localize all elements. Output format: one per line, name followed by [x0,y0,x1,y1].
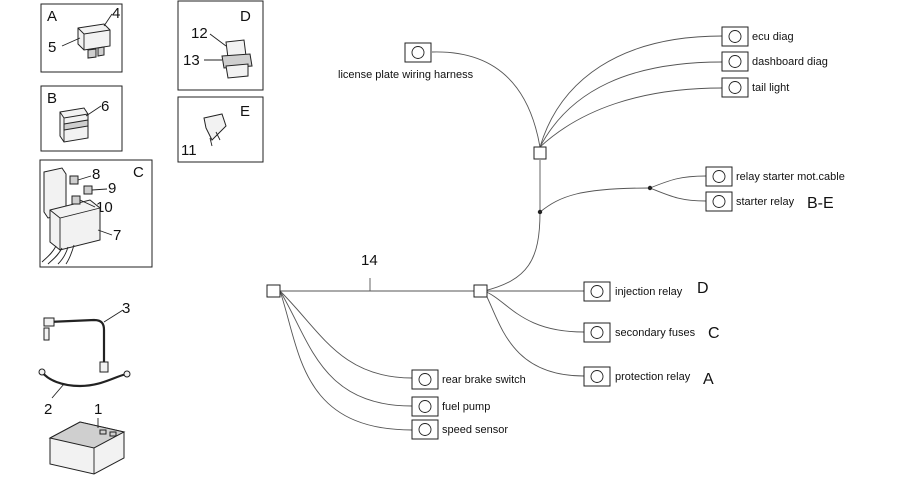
panel-a: A 4 5 [40,3,123,73]
suffix-starter-relay: B-E [807,195,834,212]
label-protection-relay: protection relay [615,371,691,383]
loose-parts: 3 2 1 [38,300,131,475]
relay-d-part [221,39,253,79]
suffix-protection-relay: A [703,371,714,388]
connector-fuel-pump: fuel pump [411,396,490,417]
label-secondary-fuses: secondary fuses [615,327,696,339]
connector-injection-relay: injection relay D [583,280,709,302]
connector-ecu-diag: ecu diag [721,26,794,47]
relay-b-part [59,107,89,143]
suffix-injection-relay: D [697,280,709,297]
suffix-secondary-fuses: C [708,325,720,342]
connector-starter-relay: starter relay B-E [705,191,834,212]
leader-7 [97,229,113,236]
junction-top [533,146,547,160]
label-rear-brake-switch: rear brake switch [442,374,526,386]
leader-5 [61,37,81,47]
connector-dashboard-diag: dashboard diag [721,51,828,72]
leader-10 [79,199,96,208]
harness-wires [279,35,723,431]
leader-8 [77,175,92,181]
part-number-11: 11 [181,142,197,159]
part-number-3: 3 [122,300,130,317]
label-injection-relay: injection relay [615,286,683,298]
panel-d-letter: D [240,8,251,25]
part-number-6: 6 [101,98,109,115]
battery-1-part [48,421,126,475]
leader-3 [103,309,124,323]
part-number-13: 13 [183,52,200,69]
label-relay-starter-cable: relay starter mot.cable [736,171,845,183]
part-number-7: 7 [113,227,121,244]
junction-middle [473,284,488,298]
part-number-12: 12 [191,25,208,42]
panel-d: D 12 13 [177,0,264,91]
leader-2 [51,383,65,399]
part-number-2: 2 [44,401,52,418]
label-speed-sensor: speed sensor [442,424,508,436]
connector-speed-sensor: speed sensor [411,419,508,440]
label-fuel-pump: fuel pump [442,401,490,413]
part-number-8: 8 [92,166,100,183]
leader-6 [85,105,102,117]
part-number-9: 9 [108,180,116,197]
connector-secondary-fuses: secondary fuses C [583,322,720,343]
cable-2-part [38,368,131,388]
panel-e-letter: E [240,103,250,120]
connector-rear-brake-switch: rear brake switch [411,369,526,390]
panel-a-letter: A [47,8,57,25]
panel-b: B 6 [40,85,123,152]
leader-4 [103,13,113,27]
label-ecu-diag: ecu diag [752,31,794,43]
panel-c: C 8 9 10 7 [39,159,153,268]
label-starter-relay: starter relay [736,196,795,208]
label-dashboard-diag: dashboard diag [752,56,828,68]
leader-9 [91,188,108,191]
label-tail-light: tail light [752,82,789,94]
blade-fuse-part [203,113,227,147]
part-number-4: 4 [112,5,120,22]
part-number-5: 5 [48,39,56,56]
connector-license-plate: license plate wiring harness [338,42,474,81]
panel-e: E 11 [177,96,264,163]
panel-b-letter: B [47,90,57,107]
label-license-plate: license plate wiring harness [338,69,474,81]
junction-left [266,284,281,298]
part-number-1: 1 [94,401,102,418]
panel-c-letter: C [133,164,144,181]
connector-protection-relay: protection relay A [583,366,714,388]
cable-3-part [43,317,109,373]
connector-tail-light: tail light [721,77,789,98]
fuse-box-part [41,167,101,265]
harness-number-14: 14 [361,252,378,269]
leader-12 [209,33,227,47]
panel-d-frame [177,0,264,91]
connector-relay-starter-cable: relay starter mot.cable [705,166,845,187]
relay-a-part [77,23,111,59]
